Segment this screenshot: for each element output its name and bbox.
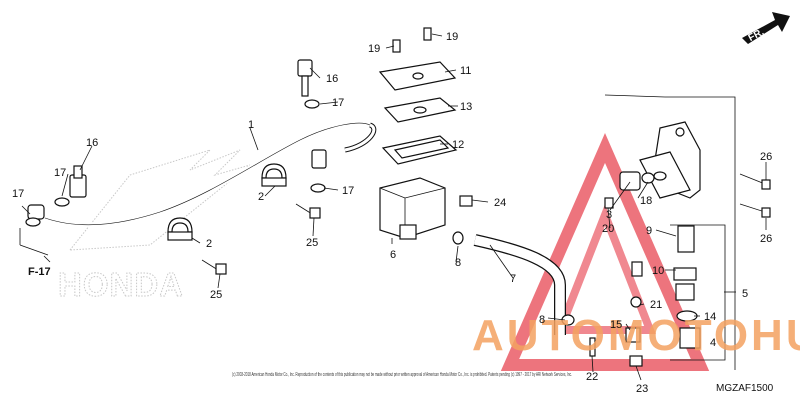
master-cylinder: [619, 121, 771, 218]
callout-15: 15: [610, 319, 622, 331]
callout-20: 20: [602, 223, 614, 235]
hose-fittings: [25, 59, 327, 227]
honda-outline-lettering: HONDA: [58, 149, 251, 304]
callout-2: 2: [258, 191, 264, 203]
callout-1: 1: [248, 119, 254, 131]
callout-17: 17: [12, 188, 24, 200]
callout-21: 21: [650, 299, 662, 311]
callout-26: 26: [760, 151, 772, 163]
reservoir-body: [379, 177, 473, 240]
brake-hose: [44, 120, 377, 228]
callout-7: 7: [510, 273, 516, 285]
callout-22: 22: [586, 371, 598, 383]
callout-17: 17: [54, 167, 66, 179]
callout-5: 5: [742, 288, 748, 300]
front-direction-arrow: FR.: [742, 12, 790, 44]
callout-12: 12: [452, 139, 464, 151]
leader-lines: [21, 33, 767, 381]
watermark-triangle: [500, 133, 710, 371]
callout-23: 23: [636, 383, 648, 395]
callout-25: 25: [306, 237, 318, 249]
callout-19: 19: [446, 31, 458, 43]
callout-2: 2: [206, 238, 212, 250]
callout-25: 25: [210, 289, 222, 301]
callout-10: 10: [652, 265, 664, 277]
callout-26: 26: [760, 233, 772, 245]
reservoir-cap-stack: [378, 27, 458, 165]
callout-19: 19: [368, 43, 380, 55]
callout-17: 17: [342, 185, 354, 197]
callout-14: 14: [704, 311, 716, 323]
callout-8: 8: [539, 314, 545, 326]
honda-text: HONDA: [58, 266, 184, 303]
reference-pointer: [43, 255, 51, 263]
callout-16: 16: [326, 73, 338, 85]
callout-9: 9: [646, 225, 652, 237]
honda-wing-outline: [68, 149, 251, 251]
callout-18: 18: [640, 195, 652, 207]
callout-6: 6: [390, 249, 396, 261]
watermark-brand-text: AUTOMOTOHUB: [472, 311, 800, 360]
callout-8: 8: [455, 257, 461, 269]
callout-4: 4: [710, 337, 716, 349]
fr-arrow-icon: [742, 12, 790, 44]
triangle-outer: [500, 133, 710, 371]
callout-16: 16: [86, 137, 98, 149]
diagram-code: MGZAF1500: [716, 383, 774, 394]
screws: [201, 203, 321, 275]
copyright-text: (c) 2003-2018 American Honda Motor Co., …: [232, 372, 572, 378]
assembly-brackets: [19, 94, 736, 370]
callout-labels: 1 2 2 3 4 5 6 7 8 8 9 10 11 12 13 14 15 …: [12, 31, 772, 395]
callout-3: 3: [606, 209, 612, 221]
piston-kit: [589, 197, 701, 367]
callout-24: 24: [494, 197, 506, 209]
hose-clamps: [167, 163, 287, 241]
triangle-inner: [554, 204, 656, 334]
callout-17: 17: [332, 97, 344, 109]
reference-label: F-17: [28, 266, 51, 278]
callout-11: 11: [460, 65, 471, 77]
reservoir-hose: [452, 231, 575, 335]
callout-13: 13: [460, 101, 472, 113]
